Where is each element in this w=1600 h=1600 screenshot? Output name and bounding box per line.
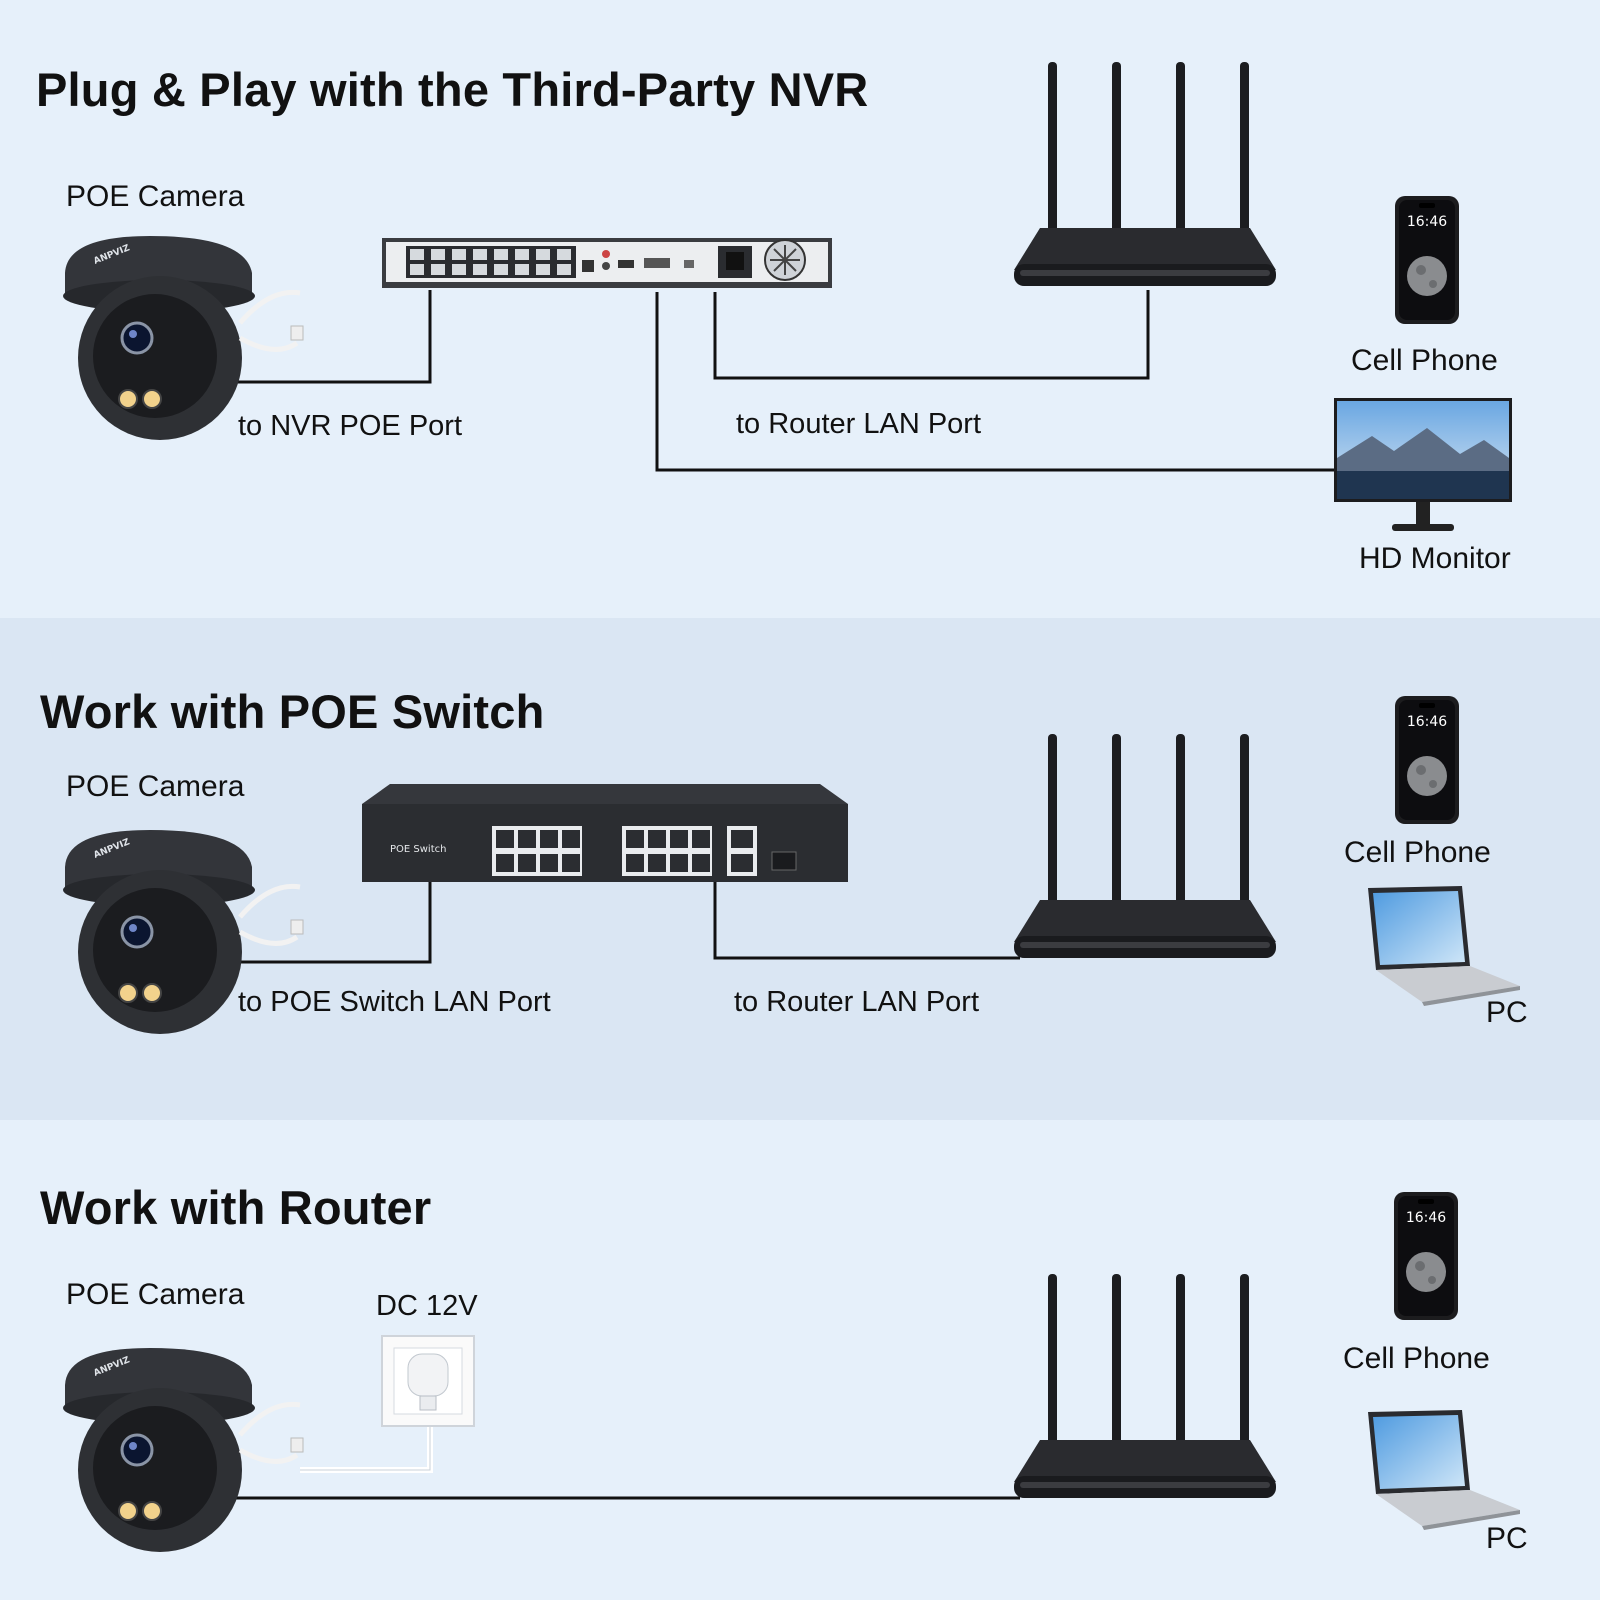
camera-to-switch-label: to POE Switch LAN Port [238,986,551,1018]
laptop-icon [1368,1410,1520,1530]
phone-time-text: 16:46 [1406,1210,1446,1226]
dc-power-label: DC 12V [376,1290,478,1322]
cell-phone-label: Cell Phone [1351,344,1498,377]
section-title: Work with Router [40,1181,432,1234]
cell-phone-icon: 16:46 [1394,1192,1458,1320]
hd-monitor-icon [1334,398,1512,531]
laptop-icon [1368,886,1520,1006]
dome-camera-icon: ANPVIZ [63,1348,304,1552]
camera-label: POE Camera [66,770,245,803]
cell-phone-label: Cell Phone [1343,1342,1490,1375]
wall-outlet-icon [381,1335,475,1427]
pc-label: PC [1486,1522,1528,1555]
phone-time-text: 16:46 [1407,214,1447,230]
dome-camera-icon: ANPVIZ [63,236,304,440]
dome-camera-icon: ANPVIZ [63,830,304,1034]
camera-label: POE Camera [66,180,245,213]
router-icon [1014,1274,1276,1498]
section-title: Work with POE Switch [40,685,545,738]
cell-phone-label: Cell Phone [1344,836,1491,869]
hd-monitor-label: HD Monitor [1359,542,1511,575]
camera-to-nvr-label: to NVR POE Port [238,410,463,442]
router-icon [1014,62,1276,286]
cell-phone-icon: 16:46 [1395,696,1459,824]
poe-switch-icon: POE Switch [362,784,848,882]
nvr-device-icon [382,238,832,288]
router-icon [1014,734,1276,958]
cell-phone-icon: 16:46 [1395,196,1459,324]
nvr-to-router-label: to Router LAN Port [736,408,981,440]
poe-switch-text: POE Switch [390,844,446,855]
phone-time-text: 16:46 [1407,714,1447,730]
switch-to-router-label: to Router LAN Port [734,986,979,1018]
pc-label: PC [1486,996,1528,1029]
camera-label: POE Camera [66,1278,245,1311]
section-router [0,1120,1600,1600]
section-title: Plug & Play with the Third-Party NVR [36,63,869,116]
